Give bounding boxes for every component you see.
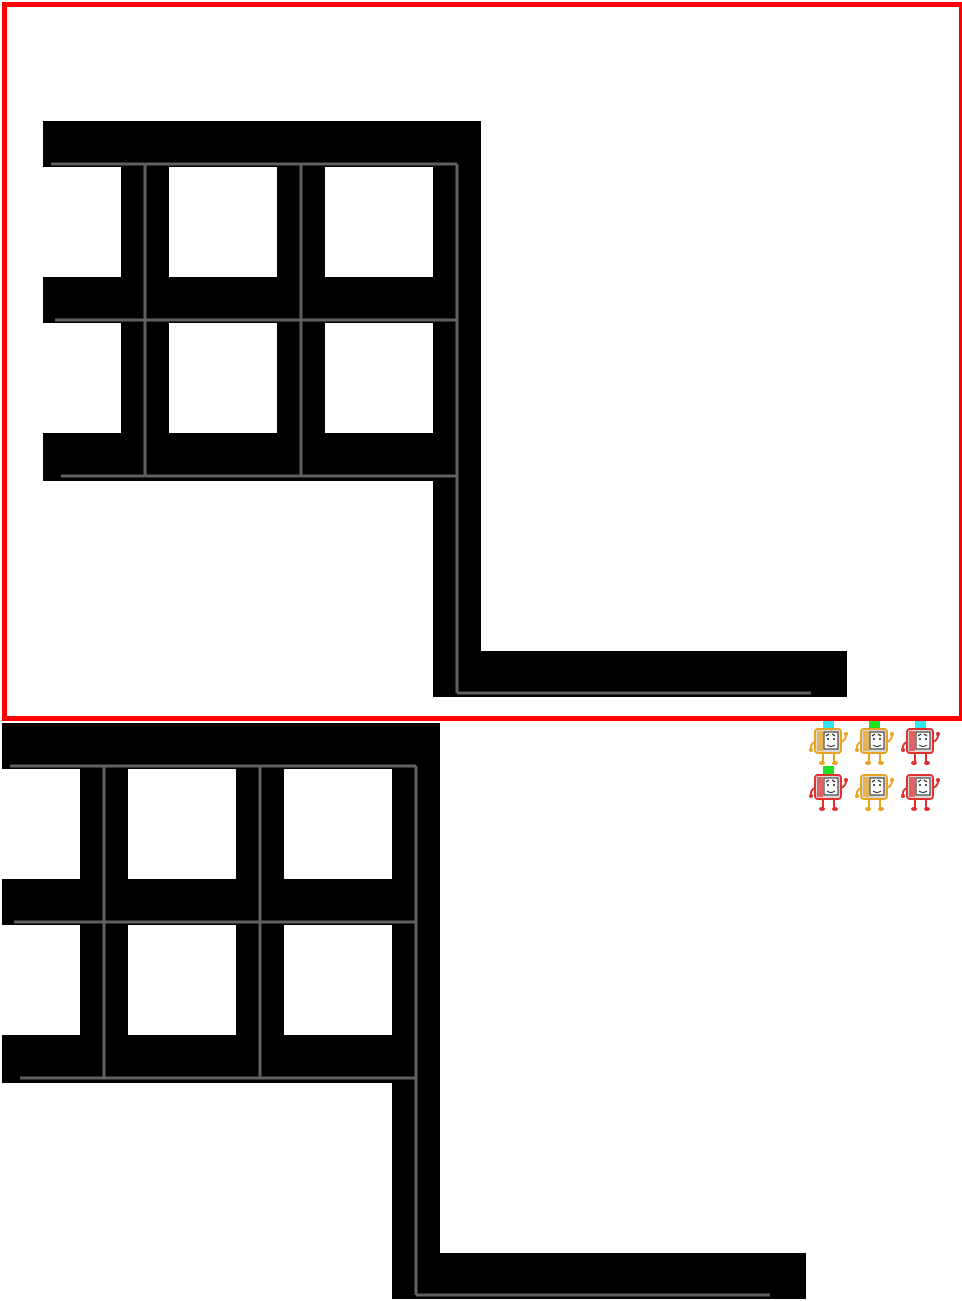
wall-segment [2, 879, 416, 925]
maze-walls [43, 121, 847, 697]
maze-walls [2, 723, 806, 1299]
wall-segment [43, 277, 457, 323]
maze-viewport [43, 121, 847, 697]
room-cell [128, 925, 236, 1035]
wall-segment [80, 925, 104, 1035]
wall-segment [392, 769, 416, 879]
robot-icon[interactable] [853, 720, 897, 768]
wall-segment [121, 323, 145, 433]
robot-svg [901, 774, 940, 811]
wall-segment [277, 323, 301, 433]
antenna-indicator [823, 766, 834, 775]
room-cell [284, 769, 392, 879]
robot-svg [855, 774, 894, 811]
robot-svg [809, 720, 848, 765]
wall-segment [43, 433, 457, 481]
robot-icon[interactable] [853, 766, 897, 814]
maze-overview-svg [2, 723, 806, 1299]
wall-segment [145, 323, 169, 433]
robot-roster [805, 720, 945, 820]
wall-segment [301, 323, 325, 433]
wall-segment [2, 1035, 416, 1083]
wall-segment [236, 925, 260, 1035]
room-cell [128, 769, 236, 879]
robot-icon[interactable] [899, 766, 943, 814]
antenna-indicator [823, 720, 834, 729]
wall-segment [433, 651, 847, 697]
robot-svg [809, 766, 848, 811]
wall-segment [104, 925, 128, 1035]
wall-segment [392, 1253, 806, 1299]
room-cell [325, 167, 433, 277]
room-cell [169, 323, 277, 433]
robot-svg [855, 720, 894, 765]
wall-segment [433, 323, 457, 433]
wall-segment [392, 925, 416, 1035]
robot-icon[interactable] [807, 766, 851, 814]
wall-segment [121, 167, 145, 277]
antenna-indicator [915, 720, 926, 729]
room-cell [169, 167, 277, 277]
wall-segment [260, 925, 284, 1035]
maze-tracks [51, 162, 811, 695]
wall-segment [145, 167, 169, 277]
room-cell [284, 925, 392, 1035]
wall-segment [236, 769, 260, 879]
wall-segment [2, 723, 440, 769]
wall-segment [301, 167, 325, 277]
wall-segment [43, 121, 481, 167]
robot-svg [901, 720, 940, 765]
maze-tracks [10, 764, 770, 1297]
room-cell [325, 323, 433, 433]
robot-icon[interactable] [807, 720, 851, 768]
wall-segment [277, 167, 301, 277]
maze-viewport-svg [43, 121, 847, 697]
wall-segment [433, 167, 457, 277]
wall-segment [104, 769, 128, 879]
wall-segment [416, 769, 440, 1253]
wall-segment [80, 769, 104, 879]
maze-overview [0, 718, 962, 1301]
antenna-indicator [869, 720, 880, 729]
wall-segment [457, 167, 481, 651]
wall-segment [260, 769, 284, 879]
robot-icon[interactable] [899, 720, 943, 768]
